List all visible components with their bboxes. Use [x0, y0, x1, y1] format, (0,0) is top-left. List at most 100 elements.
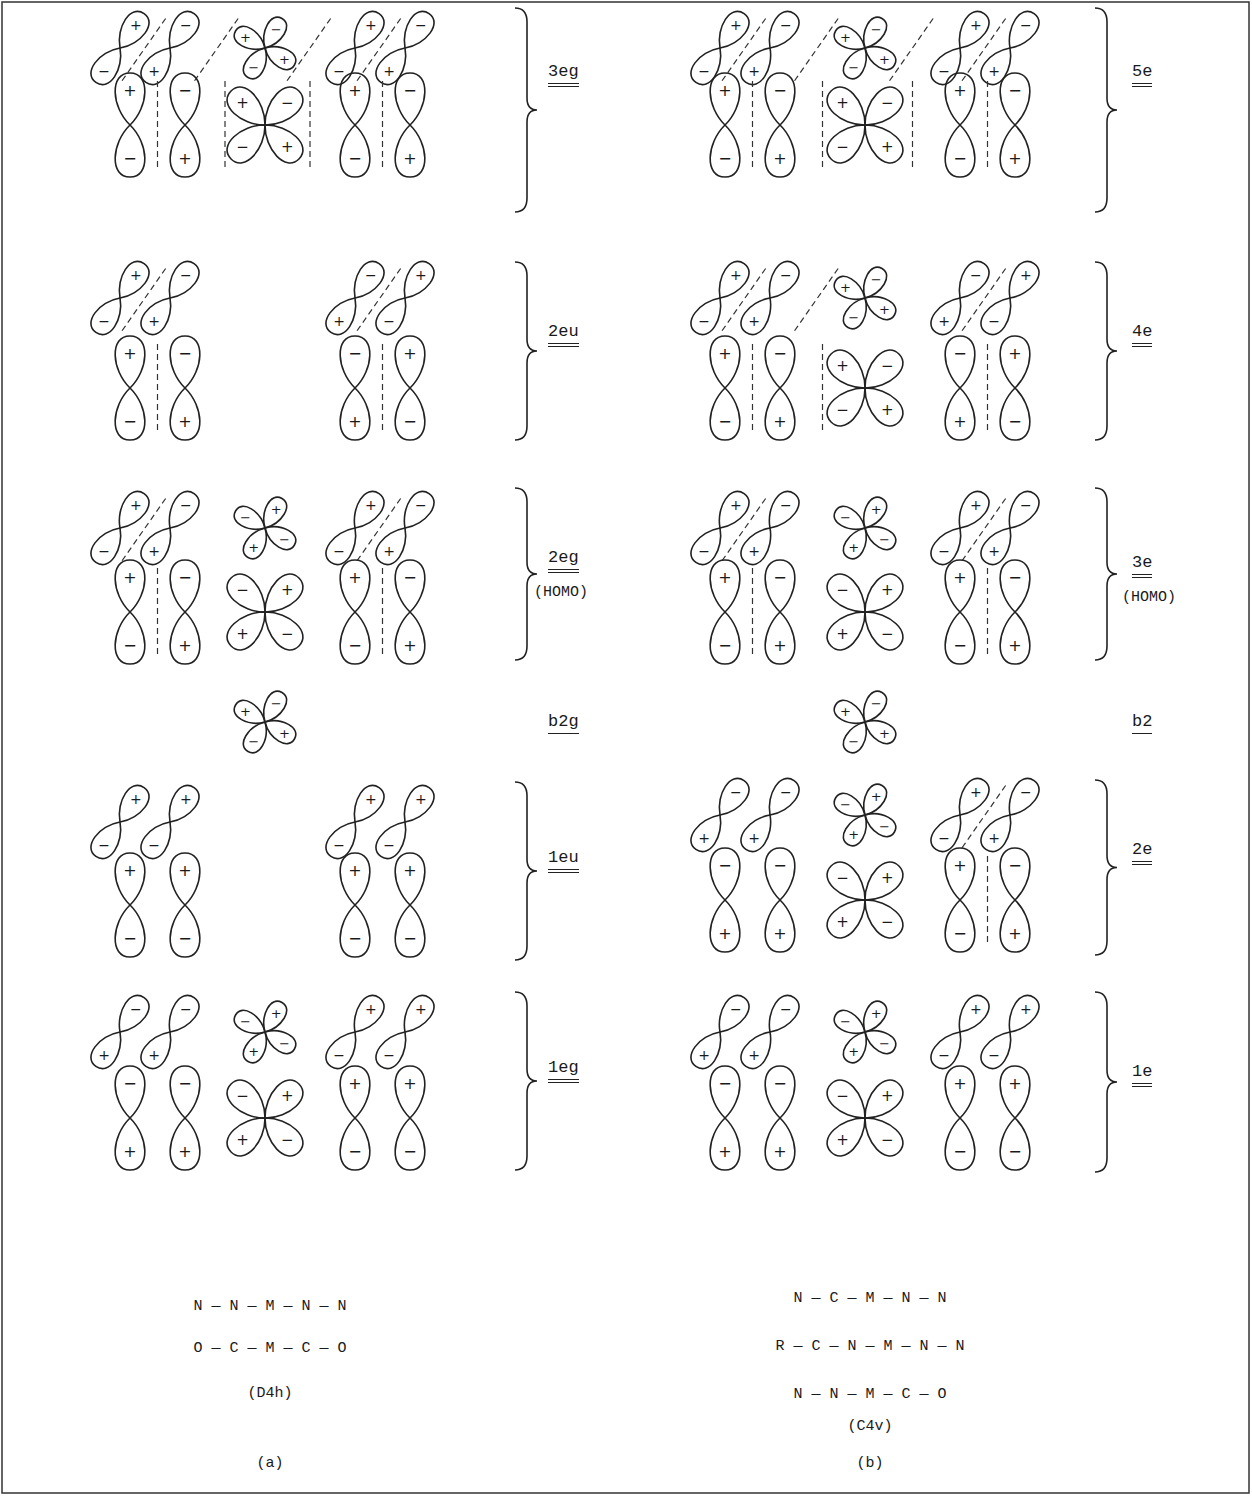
orbital-lobe [950, 991, 994, 1039]
formula-label: R — C — N — M — N — N [775, 1338, 964, 1355]
phase-sign: + [953, 83, 966, 99]
orbital-lobe [821, 1074, 874, 1127]
orbital-lobe [255, 115, 308, 168]
phase-sign: + [1008, 151, 1021, 167]
phase-sign: − [98, 838, 110, 852]
orbital-lobe [765, 612, 795, 664]
orbital-lobe [255, 1108, 308, 1161]
orbital-lobe [86, 1025, 130, 1073]
orbital-lobe [710, 487, 754, 535]
orbital [736, 991, 804, 1074]
orbital-lobe [1000, 257, 1044, 305]
orbital [1000, 73, 1030, 177]
phase-sign: − [881, 95, 894, 110]
phase-sign: − [348, 638, 361, 654]
orbital [765, 336, 795, 440]
nodal-dash [962, 782, 1008, 848]
orbital-lobe [115, 73, 145, 125]
brackets [515, 8, 1117, 1172]
phase-sign: + [148, 544, 160, 558]
phase-sign: + [953, 570, 966, 586]
phase-sign: + [1020, 268, 1032, 282]
nodal-dash [795, 15, 841, 81]
phase-sign: + [840, 30, 851, 43]
phase-sign: − [698, 64, 710, 78]
orbital-lobe [1000, 560, 1030, 612]
orbital-lobe [221, 568, 274, 621]
phase-sign: − [773, 1076, 786, 1092]
phase-sign: + [281, 1088, 294, 1103]
orbital [86, 257, 154, 340]
orbital-label: 2e [1132, 840, 1152, 865]
orbital-lobe [710, 388, 740, 440]
orbital-lobe [736, 291, 780, 339]
nodal-dash [157, 81, 158, 169]
orbital-lobe [821, 1108, 874, 1161]
orbital-lobe [221, 115, 274, 168]
orbital-lobe [760, 487, 804, 535]
phase-sign: − [879, 1037, 890, 1050]
orbital-lobe [765, 560, 795, 612]
phase-sign: + [748, 314, 760, 328]
phase-sign: + [748, 64, 760, 78]
orbital-lobe [855, 344, 908, 397]
phase-sign: − [178, 570, 191, 586]
phase-sign: − [1020, 785, 1032, 799]
orbital-label: 1eg [548, 1058, 579, 1083]
phase-sign: − [333, 838, 345, 852]
phase-sign: − [123, 414, 136, 430]
formula-label: N — C — M — N — N [793, 1290, 946, 1307]
orbital-lobe [340, 1066, 370, 1118]
orbital [765, 848, 795, 952]
phase-sign: − [383, 1048, 395, 1062]
orbital-lobe [765, 388, 795, 440]
phase-sign: + [415, 268, 427, 282]
phase-sign: − [98, 544, 110, 558]
orbital-lobe [321, 291, 365, 339]
orbital-lobe [840, 523, 874, 562]
orbital-lobe [115, 853, 145, 905]
orbital [945, 848, 975, 952]
nodal-dash [287, 15, 333, 81]
orbital-lobe [340, 612, 370, 664]
phase-sign: + [236, 95, 249, 110]
orbital-lobe [345, 257, 389, 305]
phase-sign: − [178, 83, 191, 99]
phase-sign: − [348, 151, 361, 167]
nodal-dash [795, 265, 841, 331]
nodal-dash [122, 15, 168, 81]
orbital-lobe [840, 293, 874, 332]
phase-sign: + [840, 280, 851, 293]
orbital-lobe [115, 388, 145, 440]
orbital-label: 5e [1132, 62, 1152, 87]
orbital-lobe [945, 125, 975, 177]
orbital [340, 73, 370, 177]
orbital-lobe [395, 1066, 425, 1118]
nodal-dash [382, 81, 383, 169]
orbital-lobe [160, 7, 204, 55]
phase-sign: − [840, 1014, 851, 1027]
curly-bracket [1095, 262, 1117, 440]
orbital-lobe [255, 602, 308, 655]
phase-sign: + [970, 498, 982, 512]
orbital [945, 73, 975, 177]
nodal-dash [722, 15, 768, 81]
orbital [686, 7, 754, 90]
phase-sign: + [970, 785, 982, 799]
orbital-lobe [395, 336, 425, 388]
nodal-dash [122, 495, 168, 561]
orbital-lobe [760, 991, 804, 1039]
orbital [231, 494, 300, 563]
phase-sign: − [180, 498, 192, 512]
nodal-dash [722, 495, 768, 561]
orbital-lobe [1000, 125, 1030, 177]
orbital-lobe [115, 1118, 145, 1170]
phase-sign: − [718, 1076, 731, 1092]
phase-sign: + [271, 502, 282, 515]
orbital-lobe [821, 344, 874, 397]
orbital-label: (HOMO) [1122, 589, 1176, 606]
phase-sign: + [130, 498, 142, 512]
curly-bracket [1095, 8, 1117, 212]
phase-sign: − [333, 544, 345, 558]
orbital-lobe [710, 612, 740, 664]
